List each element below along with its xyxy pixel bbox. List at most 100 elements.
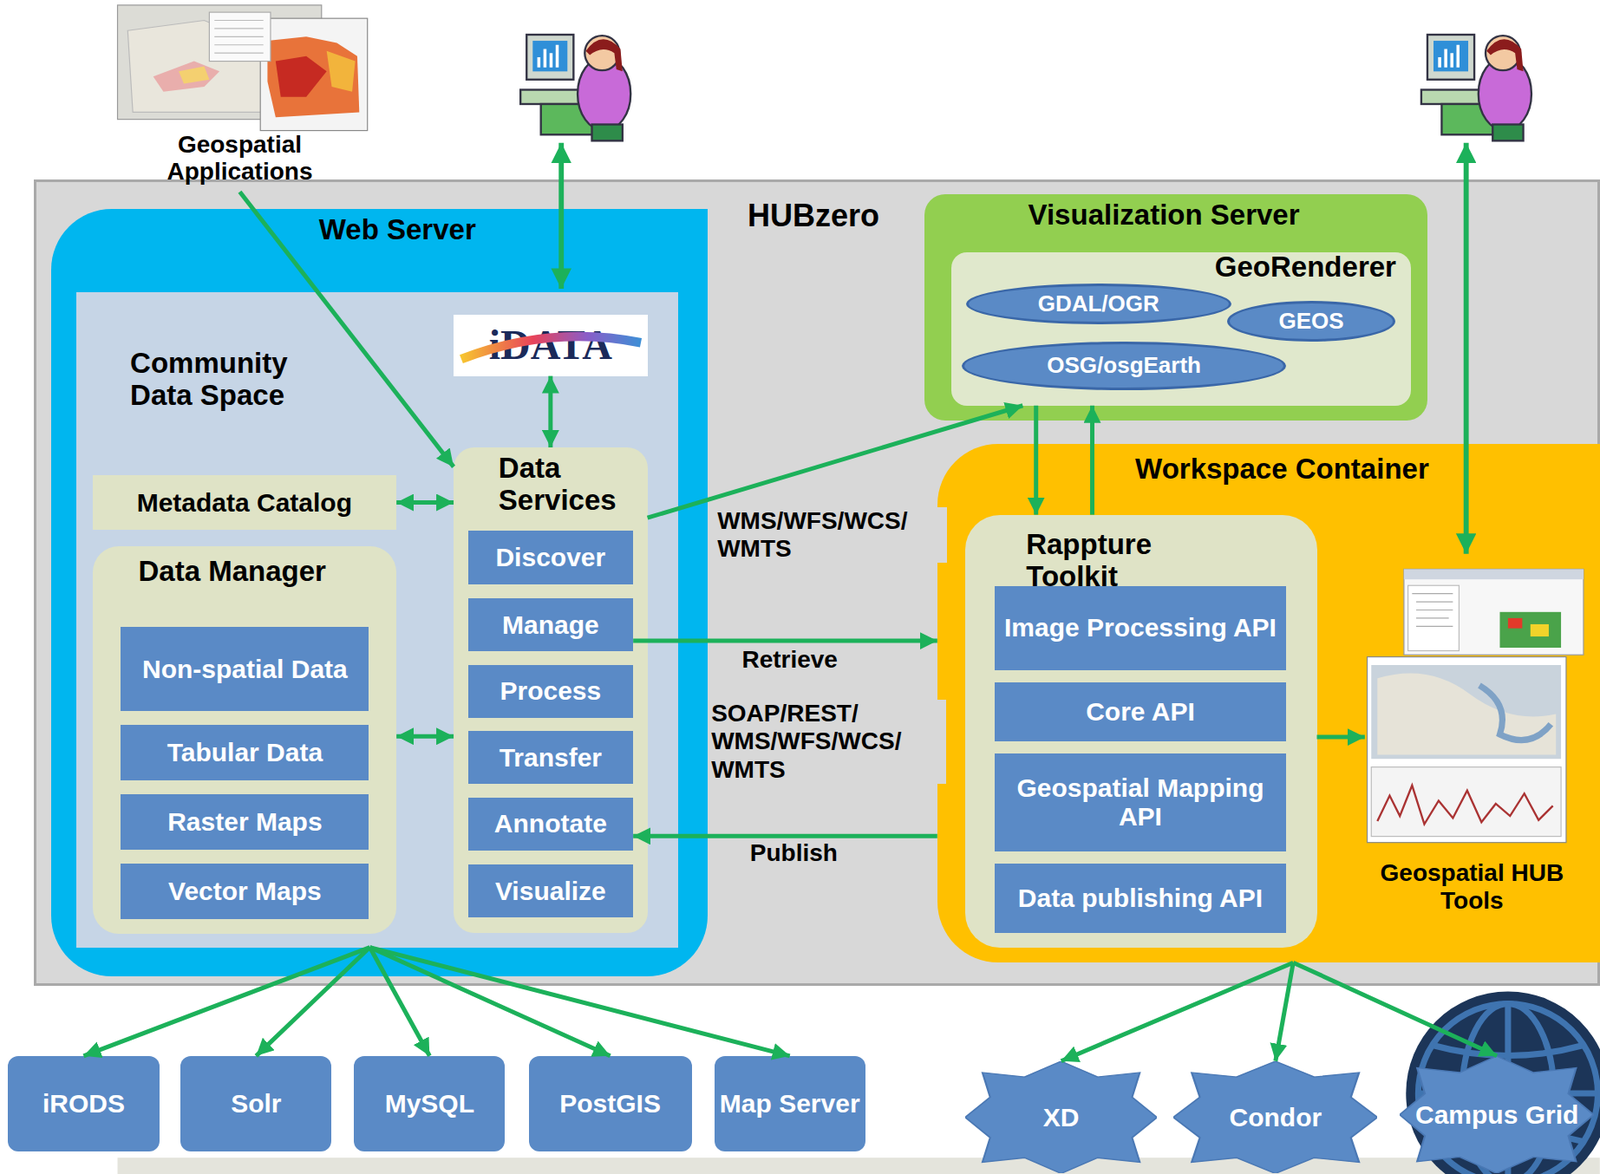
node-label: Data Manager (137, 555, 383, 588)
connector-arrow (647, 405, 1024, 518)
module-box: Annotate (468, 797, 634, 851)
node-label: Data Services (498, 452, 642, 517)
manager-panel: Data ManagerNon-spatial DataTabular Data… (92, 546, 398, 934)
node-label: Image Processing API (999, 613, 1282, 643)
catalog-box: Metadata Catalog (92, 475, 398, 531)
node-label: Map Server (714, 1089, 866, 1119)
module-box: Geospatial Mapping API (994, 753, 1287, 852)
connector-arrow (1033, 405, 1039, 516)
connector-arrow (633, 639, 938, 644)
node-label: Core API (1080, 697, 1201, 727)
node-label: Web Server (319, 214, 585, 247)
edge-label: Retrieve (741, 646, 838, 674)
platform-band: HUBzero Web ServerCommunity Data SpaceiDA… (33, 179, 1600, 987)
node-label: Rappture Toolkit (1025, 528, 1200, 594)
connector-arrow (1275, 962, 1294, 1062)
module-box: Tabular Data (120, 724, 369, 781)
logo-box: iDATA (453, 314, 648, 377)
edge-label: Publish (750, 839, 838, 868)
node-label: Data publishing API (1012, 883, 1268, 914)
module-box: Transfer (468, 731, 634, 784)
storage-box: PostGIS (528, 1056, 693, 1153)
node-label: GEOS (1273, 308, 1349, 334)
storage-box: Map Server (714, 1056, 866, 1153)
connector-arrow (369, 947, 790, 1057)
map-screenshot (117, 5, 368, 131)
connector-arrow (396, 734, 454, 739)
connector-arrow (1317, 735, 1365, 740)
connector-arrow (255, 947, 370, 1057)
user-icon (520, 34, 631, 141)
node-label: Raster Maps (162, 807, 327, 837)
module-box: Core API (994, 682, 1287, 742)
compute-star: Campus Grid (1399, 1056, 1594, 1174)
node-label: XD (1038, 1103, 1085, 1133)
node-label: Metadata Catalog (131, 488, 358, 518)
module-box: Vector Maps (120, 863, 369, 920)
node-label: Non-spatial Data (137, 654, 353, 685)
services-panel: Data ServicesDiscoverManageProcessTransf… (453, 447, 648, 934)
node-label: Campus Grid (1410, 1100, 1584, 1130)
node-label: MySQL (379, 1089, 480, 1119)
node-label: Transfer (494, 743, 608, 773)
node-label: Manage (496, 610, 605, 640)
node-label: Geospatial HUB Tools (1375, 859, 1570, 915)
compute-star: XD (965, 1061, 1157, 1174)
node-label: Tabular Data (162, 737, 329, 768)
connector-arrow (369, 947, 430, 1057)
user-icon (1421, 34, 1532, 141)
library-ellipse: OSG/osgEarth (961, 341, 1287, 391)
storage-box: Solr (180, 1056, 332, 1153)
connector-arrow (1293, 962, 1497, 1057)
compute-star: Condor (1173, 1061, 1378, 1174)
node-label: GeoRenderer (1214, 251, 1410, 284)
edge-label: WMS/WFS/WCS/ WMTS (717, 507, 947, 563)
user-link (558, 143, 564, 289)
bottom-strip (117, 1157, 1600, 1174)
module-box: Manage (468, 598, 634, 652)
module-box: Data publishing API (994, 863, 1287, 934)
node-label: Condor (1224, 1103, 1328, 1133)
library-ellipse: GEOS (1227, 300, 1396, 342)
protocol-label: SOAP/REST/ WMS/WFS/WCS/ WMTS (711, 699, 947, 784)
node-label: Process (494, 676, 607, 706)
connector-arrow (548, 376, 553, 448)
renderer-panel: GeoRendererGDAL/OGR GEOS OSG/osgEarth (951, 252, 1411, 405)
connector-arrow (83, 947, 370, 1057)
node-label: Annotate (489, 809, 613, 839)
module-box: Raster Maps (120, 794, 369, 850)
library-ellipse: GDAL/OGR (966, 283, 1232, 325)
node-label: Visualization Server (1028, 199, 1406, 232)
node-label: GDAL/OGR (1032, 291, 1165, 317)
node-label: OSG/osgEarth (1041, 352, 1207, 379)
module-box: Visualize (468, 864, 634, 918)
connector-arrow (240, 191, 455, 467)
connector-arrow (396, 500, 454, 505)
node-label: Vector Maps (163, 876, 327, 907)
logo-swoosh (461, 336, 641, 360)
data-space-panel: Community Data SpaceiDATAMetadata Catalo… (76, 292, 679, 947)
node-label: Workspace Container (1135, 453, 1472, 486)
node-label: Geospatial Mapping API (994, 773, 1287, 832)
user-link (1463, 143, 1470, 555)
storage-box: MySQL (353, 1056, 505, 1153)
toolkit-panel: Rappture ToolkitImage Processing API Core… (965, 515, 1318, 948)
module-box: Discover (468, 530, 634, 584)
module-box: Image Processing API (994, 586, 1287, 670)
node-label: Visualize (489, 876, 612, 907)
tool-screenshot (1367, 568, 1584, 843)
connector-arrow (1090, 405, 1095, 516)
connector-arrow (633, 834, 938, 839)
connector-arrow (1061, 962, 1294, 1062)
node-label: PostGIS (554, 1089, 667, 1119)
node-label: iRODS (37, 1089, 131, 1119)
storage-box: iRODS (7, 1056, 159, 1153)
node-label: Geospatial Applications (148, 130, 333, 186)
node-label: HUBzero (747, 198, 973, 234)
server-panel: Web ServerCommunity Data SpaceiDATAMetad… (51, 208, 708, 977)
module-box: Process (468, 665, 634, 719)
server-panel: Visualization ServerGeoRendererGDAL/OGRG… (924, 194, 1428, 421)
module-box: Non-spatial Data (120, 626, 369, 711)
